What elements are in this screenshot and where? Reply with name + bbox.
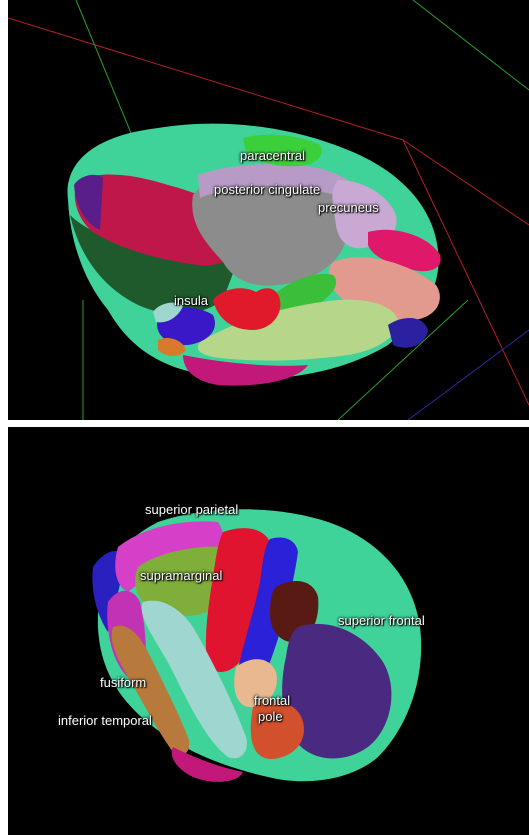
medial-view-panel: paracentral posterior cingulate precuneu… — [8, 0, 529, 420]
medial-brain-render — [8, 0, 529, 420]
label-frontal-pole-line1: frontal — [254, 693, 290, 708]
lateral-view-panel: superior parietal supramarginal superior… — [8, 427, 529, 835]
lateral-brain-render — [8, 427, 529, 835]
label-fusiform: fusiform — [100, 675, 146, 690]
label-inferior-temporal: inferior temporal — [58, 713, 152, 728]
label-superior-parietal: superior parietal — [145, 502, 238, 517]
label-paracentral: paracentral — [240, 148, 305, 163]
label-superior-frontal: superior frontal — [338, 613, 425, 628]
label-posterior-cingulate: posterior cingulate — [214, 182, 320, 197]
label-frontal-pole-line2: pole — [258, 709, 283, 724]
bounding-box-line-blue — [408, 330, 529, 420]
bounding-box-line-green-3 — [413, 0, 529, 90]
bounding-box-line-red — [8, 18, 403, 140]
label-precuneus: precuneus — [318, 200, 379, 215]
lateral-occipital-corner — [388, 318, 428, 348]
bounding-box-line-green — [76, 0, 138, 150]
label-supramarginal: supramarginal — [140, 568, 222, 583]
label-insula: insula — [174, 293, 208, 308]
